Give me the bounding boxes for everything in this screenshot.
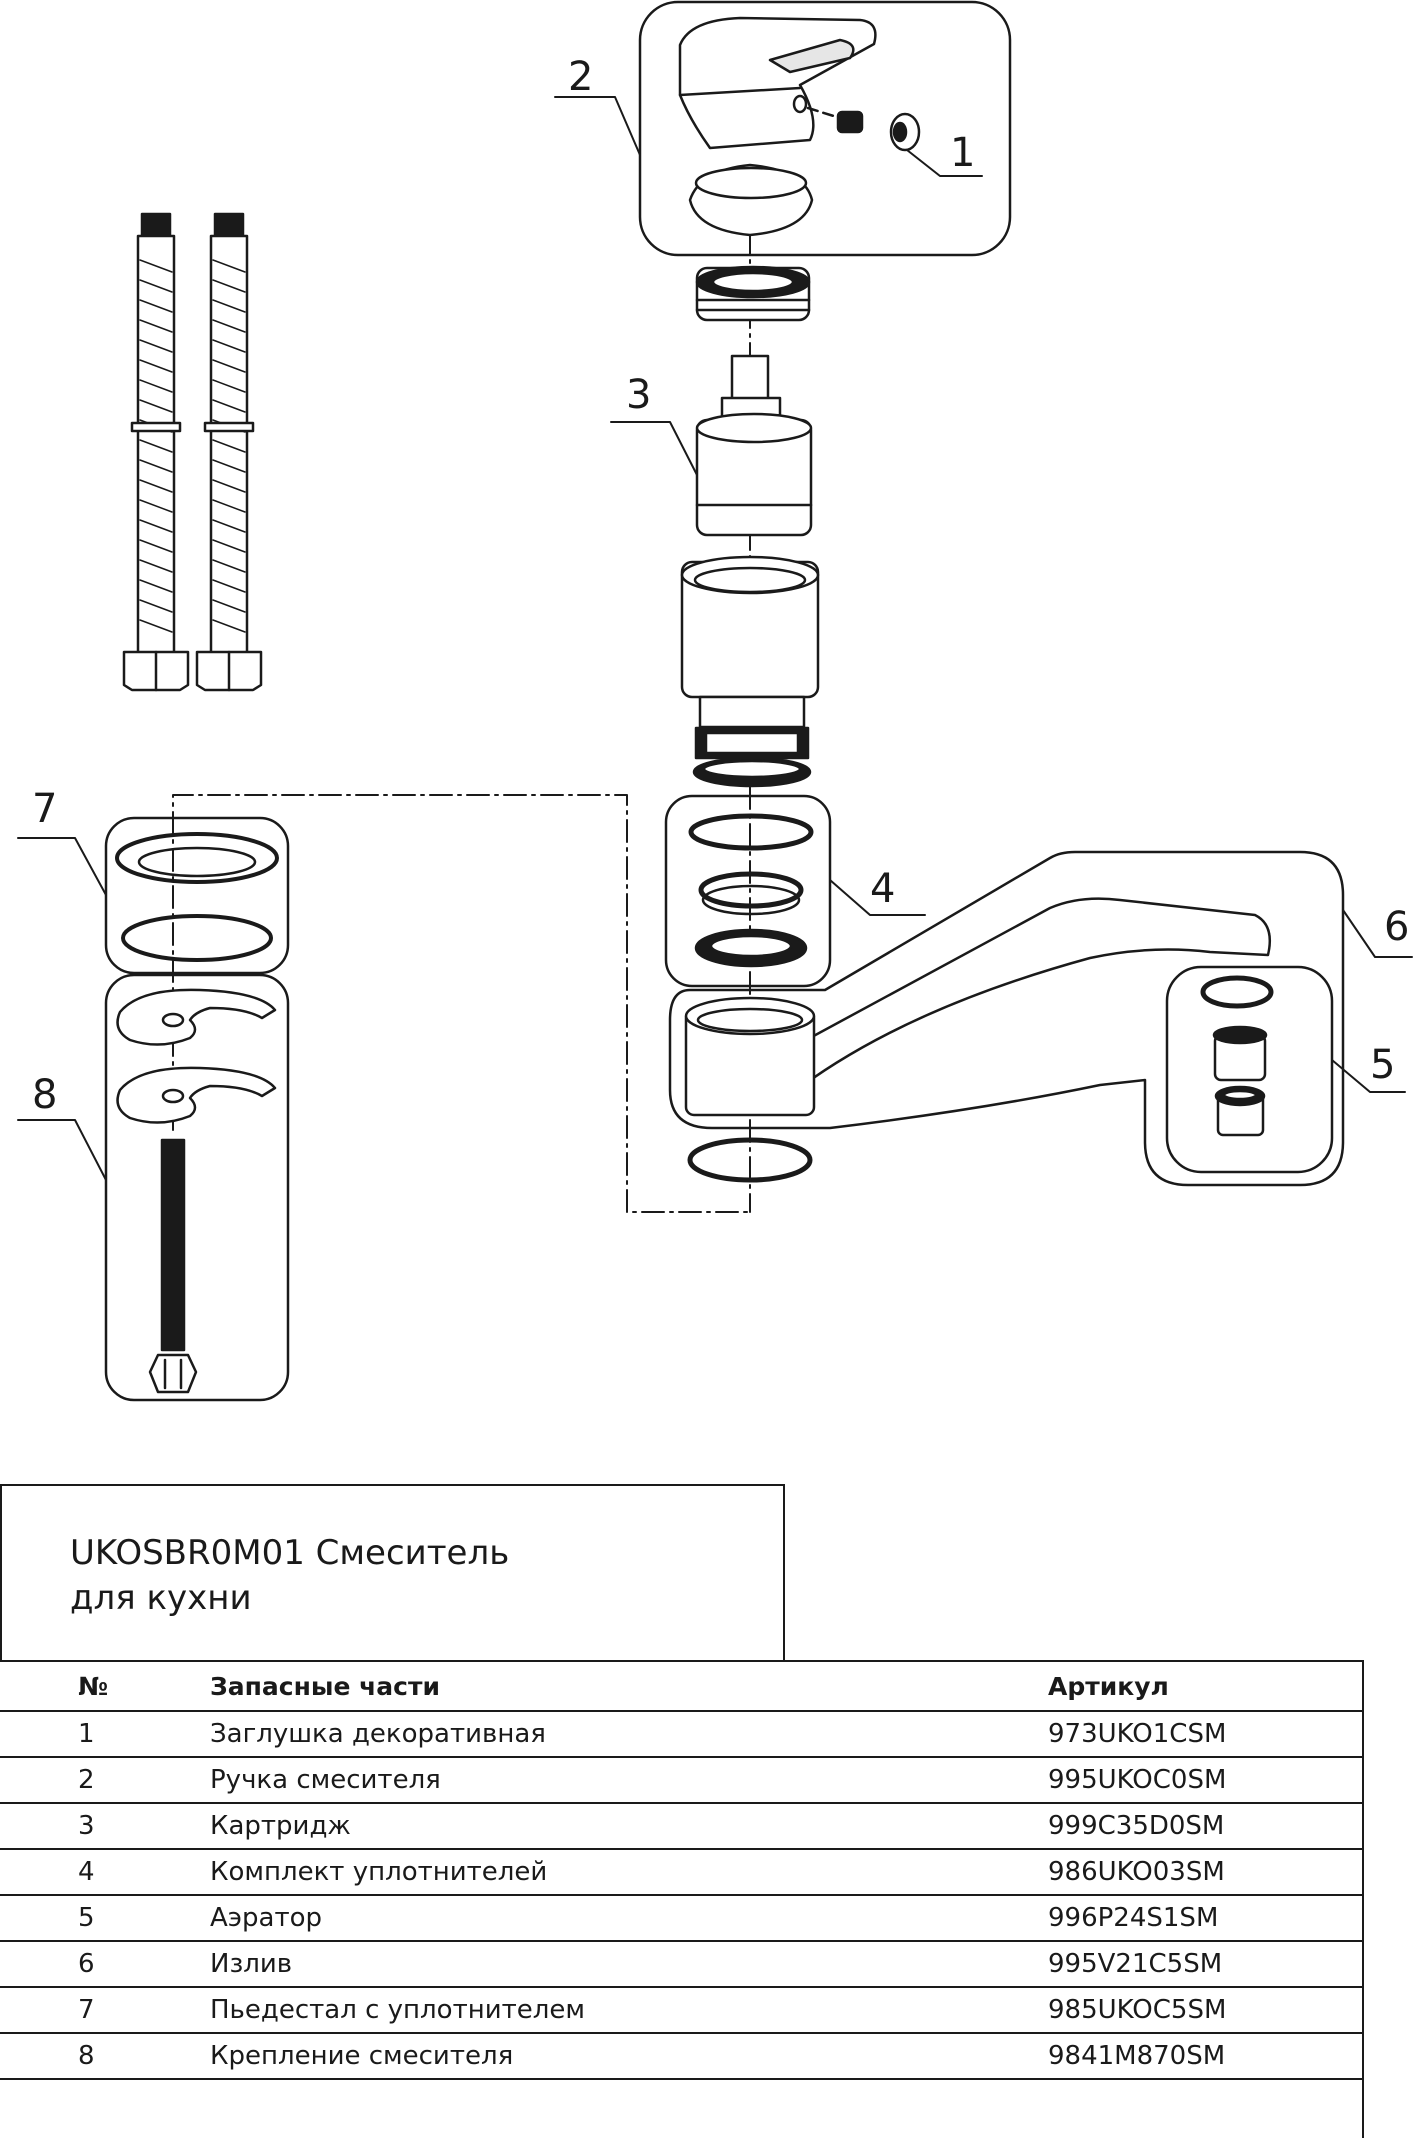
dome-cover — [688, 163, 814, 237]
exploded-parts-diagram: 2 1 3 4 6 5 7 8 — [17, 0, 1413, 1402]
row-number: 1 — [0, 1710, 210, 1758]
flexible-hoses — [122, 212, 263, 692]
row-article: 995UKOC0SM — [1048, 1756, 1364, 1804]
table-row: 3 Картридж 999C35D0SM — [0, 1802, 1364, 1850]
table-row: 7 Пьедестал с уплотнителем 985UKOC5SM — [0, 1986, 1364, 2034]
aerator-part — [1200, 975, 1274, 1137]
row-number: 5 — [0, 1894, 210, 1942]
row-number: 2 — [0, 1756, 210, 1804]
row-part-name: Излив — [210, 1940, 1048, 1988]
callout-7: 7 — [32, 786, 57, 832]
spare-parts-table: № Запасные части Артикул 1 Заглушка деко… — [0, 1660, 1364, 2080]
row-article: 985UKOC5SM — [1048, 1986, 1364, 2034]
header-number: № — [0, 1660, 210, 1712]
row-article: 986UKO03SM — [1048, 1848, 1364, 1896]
fixing-part — [116, 988, 277, 1394]
group-frame-5 — [1165, 965, 1334, 1174]
callout-2: 2 — [568, 54, 593, 100]
title-line-2: для кухни — [70, 1578, 252, 1618]
leader-6 — [1342, 909, 1413, 958]
group-frame-6 — [668, 850, 1345, 1187]
header-part-name: Запасные части — [210, 1660, 1048, 1712]
row-article: 996P24S1SM — [1048, 1894, 1364, 1942]
row-article: 995V21C5SM — [1048, 1940, 1364, 1988]
row-number: 7 — [0, 1986, 210, 2034]
title-box: UKOSBR0M01 Смеситель для кухни — [0, 1484, 785, 1660]
group-frame-8 — [104, 973, 290, 1402]
body-sleeve — [680, 555, 820, 788]
bottom-ring — [687, 1137, 813, 1183]
leader-3 — [610, 421, 698, 476]
group-frame-4 — [664, 794, 832, 988]
table-row: 2 Ручка смесителя 995UKOC0SM — [0, 1756, 1364, 1804]
table-row: 4 Комплект уплотнителей 986UKO03SM — [0, 1848, 1364, 1896]
row-number: 8 — [0, 2032, 210, 2080]
leader-2 — [554, 96, 641, 156]
leader-1 — [906, 149, 983, 177]
pedestal-part — [115, 832, 279, 962]
callout-6: 6 — [1384, 904, 1409, 950]
row-number: 6 — [0, 1940, 210, 1988]
row-number: 3 — [0, 1802, 210, 1850]
row-article: 9841M870SM — [1048, 2032, 1364, 2080]
table-row: 6 Излив 995V21C5SM — [0, 1940, 1364, 1988]
callout-8: 8 — [32, 1072, 57, 1118]
table-header-row: № Запасные части Артикул — [0, 1660, 1364, 1712]
leader-4 — [829, 879, 926, 916]
leader-8 — [17, 1119, 107, 1181]
row-article: 999C35D0SM — [1048, 1802, 1364, 1850]
group-frame-2 — [638, 0, 1012, 257]
set-screw — [836, 110, 864, 134]
callout-5: 5 — [1370, 1042, 1395, 1088]
header-article: Артикул — [1048, 1660, 1364, 1712]
callout-1: 1 — [950, 130, 975, 176]
row-part-name: Комплект уплотнителей — [210, 1848, 1048, 1896]
row-part-name: Пьедестал с уплотнителем — [210, 1986, 1048, 2034]
row-part-name: Картридж — [210, 1802, 1048, 1850]
title-line-1: UKOSBR0M01 Смеситель — [70, 1533, 510, 1573]
table-row: 8 Крепление смесителя 9841M870SM — [0, 2032, 1364, 2080]
row-article: 973UKO1CSM — [1048, 1710, 1364, 1758]
row-part-name: Ручка смесителя — [210, 1756, 1048, 1804]
cartridge-part — [695, 354, 813, 537]
leader-7 — [17, 837, 107, 896]
seal-rings — [688, 813, 814, 968]
handle-part — [678, 16, 877, 150]
callout-4: 4 — [870, 866, 895, 912]
row-number: 4 — [0, 1848, 210, 1896]
row-part-name: Заглушка декоративная — [210, 1710, 1048, 1758]
threaded-nut — [695, 265, 811, 322]
callout-3: 3 — [626, 372, 651, 418]
leader-5 — [1331, 1059, 1406, 1093]
table-row: 5 Аэратор 996P24S1SM — [0, 1894, 1364, 1942]
spout-part — [684, 897, 1272, 1117]
table-row: 1 Заглушка декоративная 973UKO1CSM — [0, 1710, 1364, 1758]
row-part-name: Аэратор — [210, 1894, 1048, 1942]
screw-hole — [792, 94, 808, 114]
product-title: UKOSBR0M01 Смеситель для кухни — [70, 1531, 509, 1621]
row-part-name: Крепление смесителя — [210, 2032, 1048, 2080]
